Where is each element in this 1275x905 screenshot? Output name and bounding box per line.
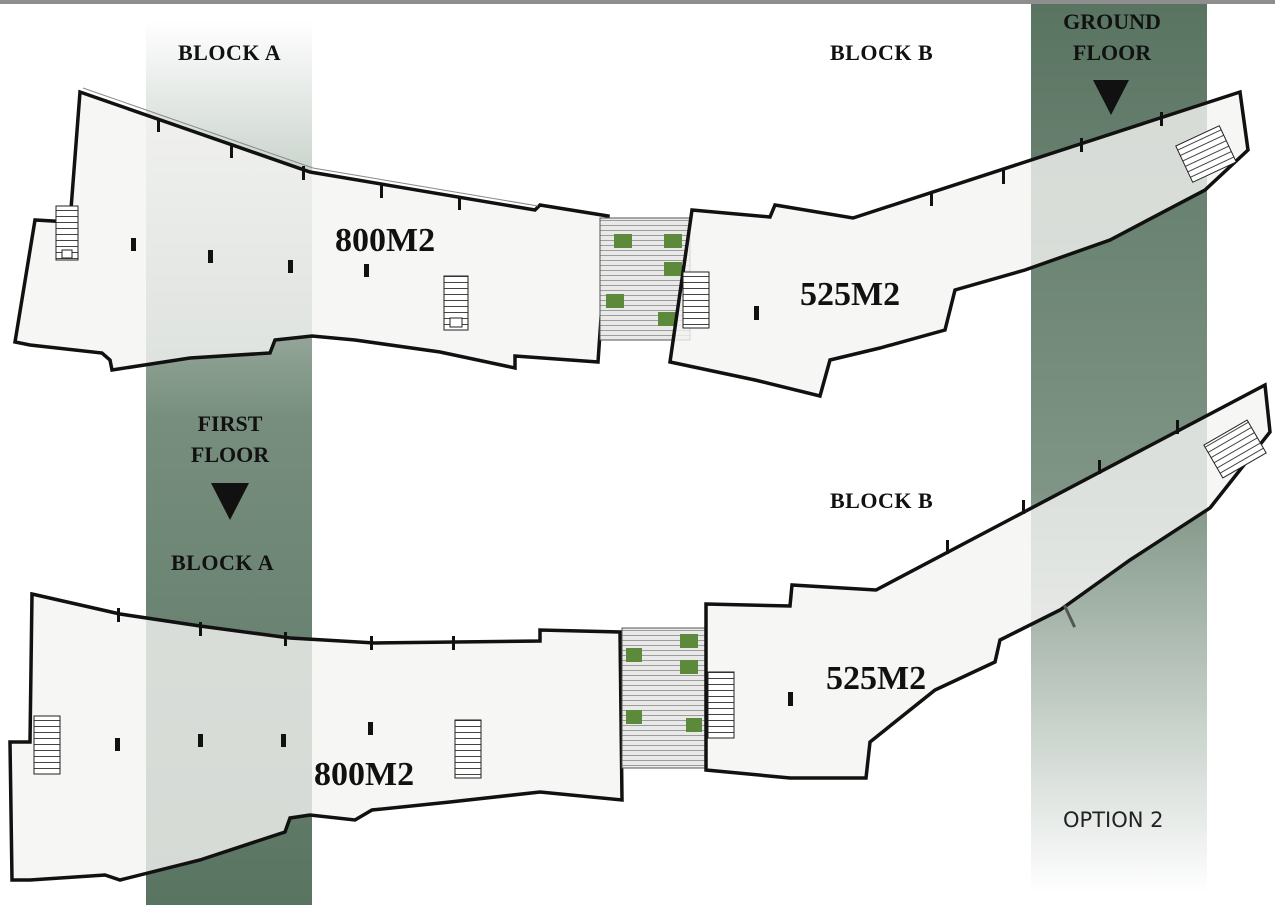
ground-a-stair-1	[55, 205, 79, 261]
ground-floor-arrow	[1093, 80, 1129, 115]
ground-b-stair-2	[1175, 125, 1237, 183]
first-block-a	[8, 591, 624, 882]
ground-block-b	[668, 89, 1250, 399]
option-label: OPTION 2	[1063, 808, 1164, 832]
first-b-stair-2	[1203, 419, 1267, 479]
ground-floor-title-line1: GROUND	[1063, 9, 1161, 34]
ground-b-stair-1	[682, 271, 710, 329]
first-a-stair-1	[33, 715, 61, 775]
first-b-stair-1	[707, 671, 735, 739]
first-floor-title-line1: FIRST	[197, 411, 263, 436]
ground-floor-title-line2: FLOOR	[1072, 40, 1152, 65]
ground-block-b-area: 525M2	[800, 276, 901, 313]
ground-block-a	[12, 87, 610, 372]
first-floor-title: FIRST FLOOR	[180, 408, 280, 470]
first-floor-title-line2: FLOOR	[190, 442, 270, 467]
first-block-a-label: BLOCK A	[171, 550, 275, 575]
first-block-b-label: BLOCK B	[830, 488, 934, 513]
first-a-stair-2	[454, 719, 482, 779]
first-block-a-area: 800M2	[314, 756, 415, 793]
ground-block-a-label: BLOCK A	[178, 40, 282, 65]
top-divider	[0, 0, 1275, 4]
ground-block-b-label: BLOCK B	[830, 40, 934, 65]
ground-block-a-area: 800M2	[335, 222, 436, 259]
first-block-b-area: 525M2	[826, 660, 927, 697]
first-floor-arrow	[211, 483, 249, 520]
first-bridge	[621, 627, 707, 769]
ground-floor-title: GROUND FLOOR	[1058, 6, 1166, 68]
first-block-b	[704, 382, 1272, 780]
